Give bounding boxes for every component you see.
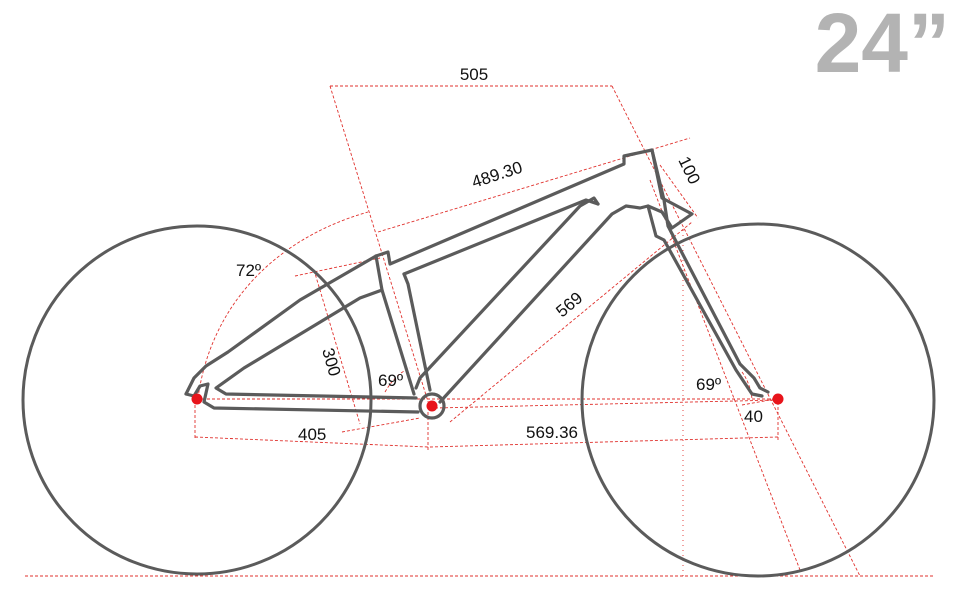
fork-back	[646, 204, 764, 398]
down-tube-upper	[438, 204, 664, 404]
dim-505: 505	[460, 65, 488, 84]
wheels	[21, 222, 936, 578]
reach-right-line	[611, 85, 861, 577]
front-center-bottom-line	[429, 436, 779, 448]
dimension-lines	[25, 85, 935, 577]
dim-wheelbase-front: 569.36	[526, 423, 578, 442]
axle-dots	[191, 393, 784, 412]
rear-axle-dot	[191, 393, 203, 405]
bottom-bracket-dot	[426, 400, 438, 412]
wheel-size-badge: 24”	[815, 0, 950, 90]
seat-tube-front	[402, 272, 432, 392]
chainstay-dim-line	[194, 436, 429, 448]
bottom-bracket-shell	[418, 392, 446, 420]
bb-front-line	[434, 399, 779, 409]
head-tube-dim-line	[659, 164, 699, 219]
dim-fork-offset: 40	[744, 407, 763, 426]
reach-left-line	[329, 85, 431, 409]
top-tube-outline	[374, 148, 694, 266]
dim-seat-tube: 300	[318, 346, 344, 379]
fork-front	[650, 148, 770, 394]
rear-wheel	[21, 224, 373, 576]
front-axle-dot	[772, 393, 784, 405]
chainstay-inner	[341, 417, 421, 433]
dim-seat-tube-angle: 69º	[378, 371, 403, 390]
dim-head-angle: 69º	[696, 375, 721, 394]
dim-seat-angle: 72º	[236, 261, 261, 280]
inner-top-tube	[402, 198, 600, 276]
seat-tube-dim-line	[313, 269, 361, 425]
down-tube-inner	[414, 196, 600, 390]
seat-stay-bottom	[214, 288, 418, 400]
dim-front-center: 569	[552, 288, 586, 321]
head-angle-arc	[741, 371, 753, 400]
seat-stay-top	[184, 254, 378, 396]
dim-head-tube: 100	[674, 153, 704, 187]
dim-chainstay: 405	[298, 425, 326, 444]
front-center-dim-line	[449, 221, 693, 423]
dim-top-tube: 489.30	[469, 158, 524, 192]
steering-axis-line	[649, 179, 801, 571]
front-wheel	[580, 222, 936, 578]
